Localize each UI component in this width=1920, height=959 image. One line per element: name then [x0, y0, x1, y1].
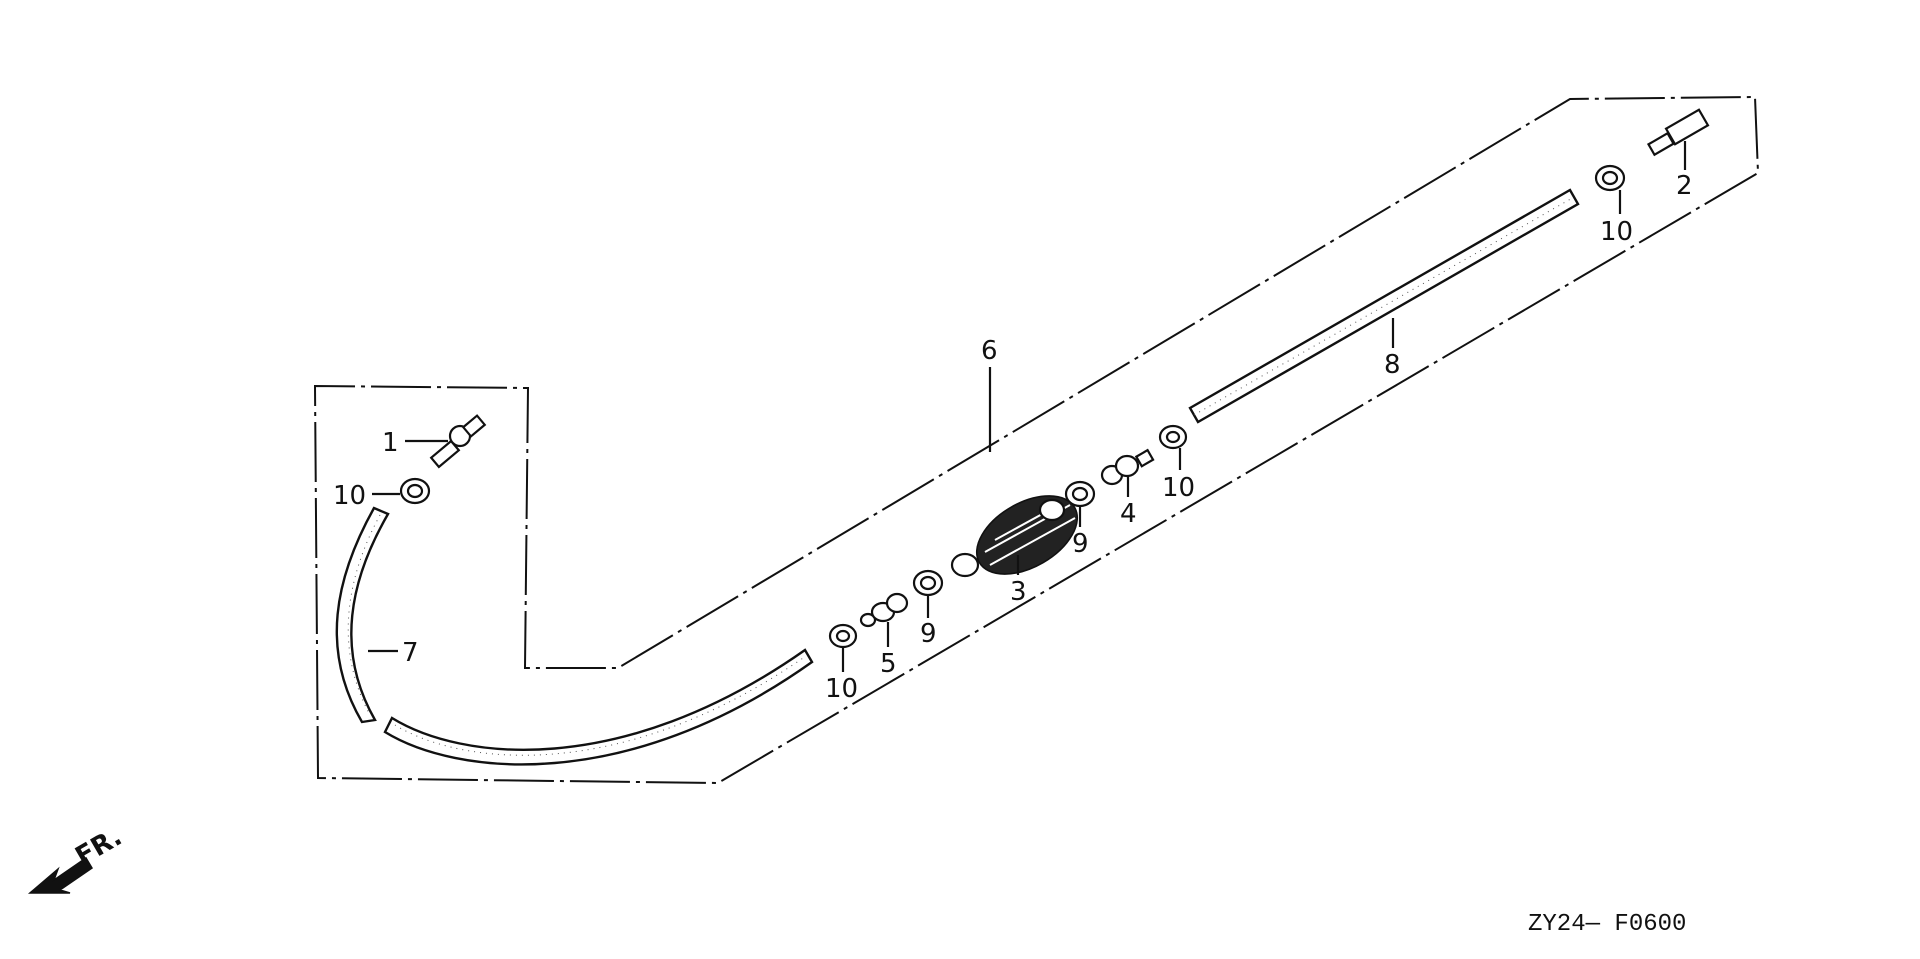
callout-4: 4 [1120, 499, 1137, 529]
fuel-hose-7 [335, 506, 814, 766]
clamp-part-10-c [1158, 424, 1188, 450]
primer-bulb-part-3 [950, 495, 1079, 578]
clamp-part-10-b [828, 623, 858, 649]
drawing-code: ZY24— F0600 [1528, 911, 1686, 938]
joint-part-4 [1100, 448, 1155, 486]
callout-10-b: 10 [825, 674, 858, 704]
fuel-hose-8 [1188, 188, 1580, 424]
callout-10-d: 10 [1600, 217, 1633, 247]
assembly-boundary [313, 95, 1760, 785]
washer-part-9-a [912, 569, 944, 597]
callout-10-c: 10 [1162, 473, 1195, 503]
arrow-down-left-icon [27, 856, 94, 894]
joint-part-1 [429, 414, 487, 469]
callout-8: 8 [1384, 350, 1401, 380]
callout-1: 1 [382, 428, 399, 458]
clamp-part-10-d [1594, 164, 1626, 192]
washer-part-9-b [1064, 480, 1096, 508]
joint-part-5 [859, 592, 909, 628]
callout-7: 7 [402, 638, 419, 668]
callout-9-a: 9 [920, 619, 937, 649]
clamp-part-10-a [399, 477, 431, 505]
callout-3: 3 [1010, 577, 1027, 607]
leader-lines [368, 141, 1687, 672]
callout-2: 2 [1676, 171, 1693, 201]
callout-9-b: 9 [1072, 529, 1089, 559]
callout-5: 5 [880, 649, 897, 679]
joint-part-2 [1646, 108, 1710, 157]
callout-10-a: 10 [333, 481, 366, 511]
callout-6: 6 [981, 336, 998, 366]
